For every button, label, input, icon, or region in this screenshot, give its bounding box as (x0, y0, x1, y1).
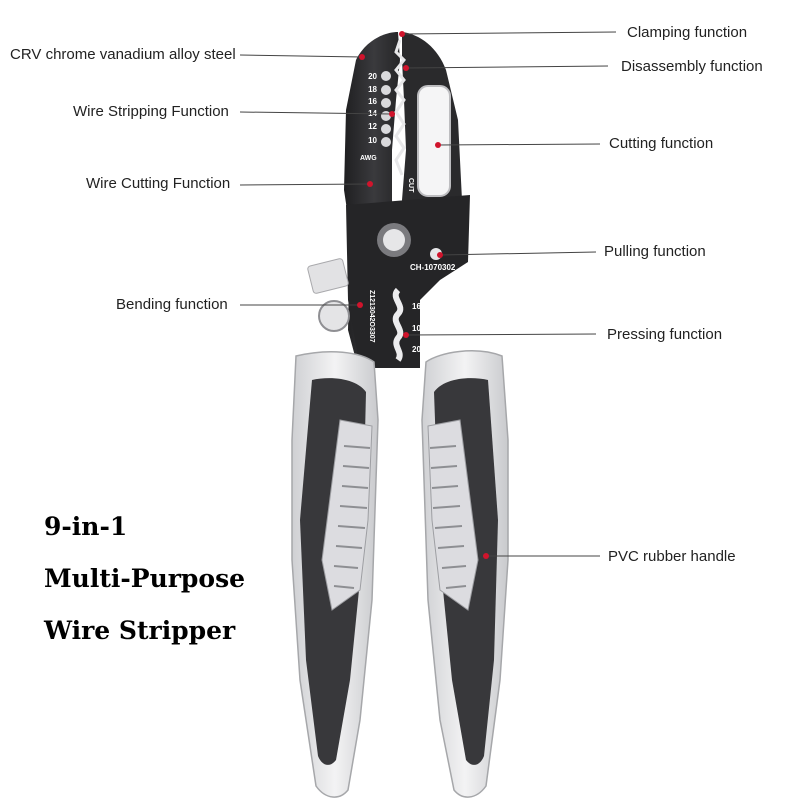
marker-dot (483, 553, 489, 559)
marker-dot (367, 181, 373, 187)
marker-dot (357, 302, 363, 308)
cutting-blade (417, 85, 451, 197)
label-crv-steel: CRV chrome vanadium alloy steel (10, 46, 236, 63)
awg-notches (381, 71, 391, 147)
awg-size-label: 12 (368, 122, 377, 131)
label-cutting: Cutting function (609, 135, 714, 152)
crimp-size-label: 10-14 (412, 324, 433, 333)
function-markers (357, 31, 489, 559)
lock-button (307, 258, 349, 294)
label-clamping: Clamping function (627, 24, 748, 41)
label-disassembly: Disassembly function (621, 58, 763, 75)
label-handle: PVC rubber handle (608, 548, 736, 565)
headline-line-1: 9-in-1 (44, 512, 128, 541)
marker-dot (437, 252, 443, 258)
serial-marking: Z1213042O3307 (368, 290, 375, 343)
leader-lines (239, 31, 617, 557)
jaw-serration (394, 39, 407, 176)
marker-dot (403, 65, 409, 71)
marker-dot (359, 54, 365, 60)
awg-size-label: 10 (368, 136, 377, 145)
grip-ribs (333, 445, 467, 589)
marker-dot (399, 31, 405, 37)
model-marking: CH-1070302 (410, 263, 456, 272)
crimp-size-label: 16-18 (412, 302, 433, 311)
awg-size-label: 20 (368, 72, 377, 81)
marker-dot (389, 111, 395, 117)
label-pressing: Pressing function (607, 326, 723, 343)
label-pulling: Pulling function (604, 243, 706, 260)
pivot-plate (346, 195, 470, 368)
headline-line-2: Multi-Purpose (44, 564, 246, 593)
label-wire-stripping: Wire Stripping Function (73, 103, 229, 120)
bending-knob (318, 300, 350, 332)
crimp-size-labels: 16-18 10-14 20-22 (412, 302, 433, 354)
awg-size-label: 16 (368, 97, 377, 106)
pivot-bolt-face (383, 229, 405, 251)
awg-marking: AWG (360, 155, 377, 162)
crimp-size-label: 20-22 (412, 345, 433, 354)
crimp-dies (392, 287, 404, 362)
label-bending: Bending function (116, 296, 228, 313)
cut-marking: CUT (407, 178, 414, 193)
label-wire-cutting: Wire Cutting Function (86, 175, 231, 192)
headline-line-3: Wire Stripper (44, 616, 236, 645)
awg-size-label: 18 (368, 85, 377, 94)
marker-dot (435, 142, 441, 148)
marker-dot (403, 332, 409, 338)
